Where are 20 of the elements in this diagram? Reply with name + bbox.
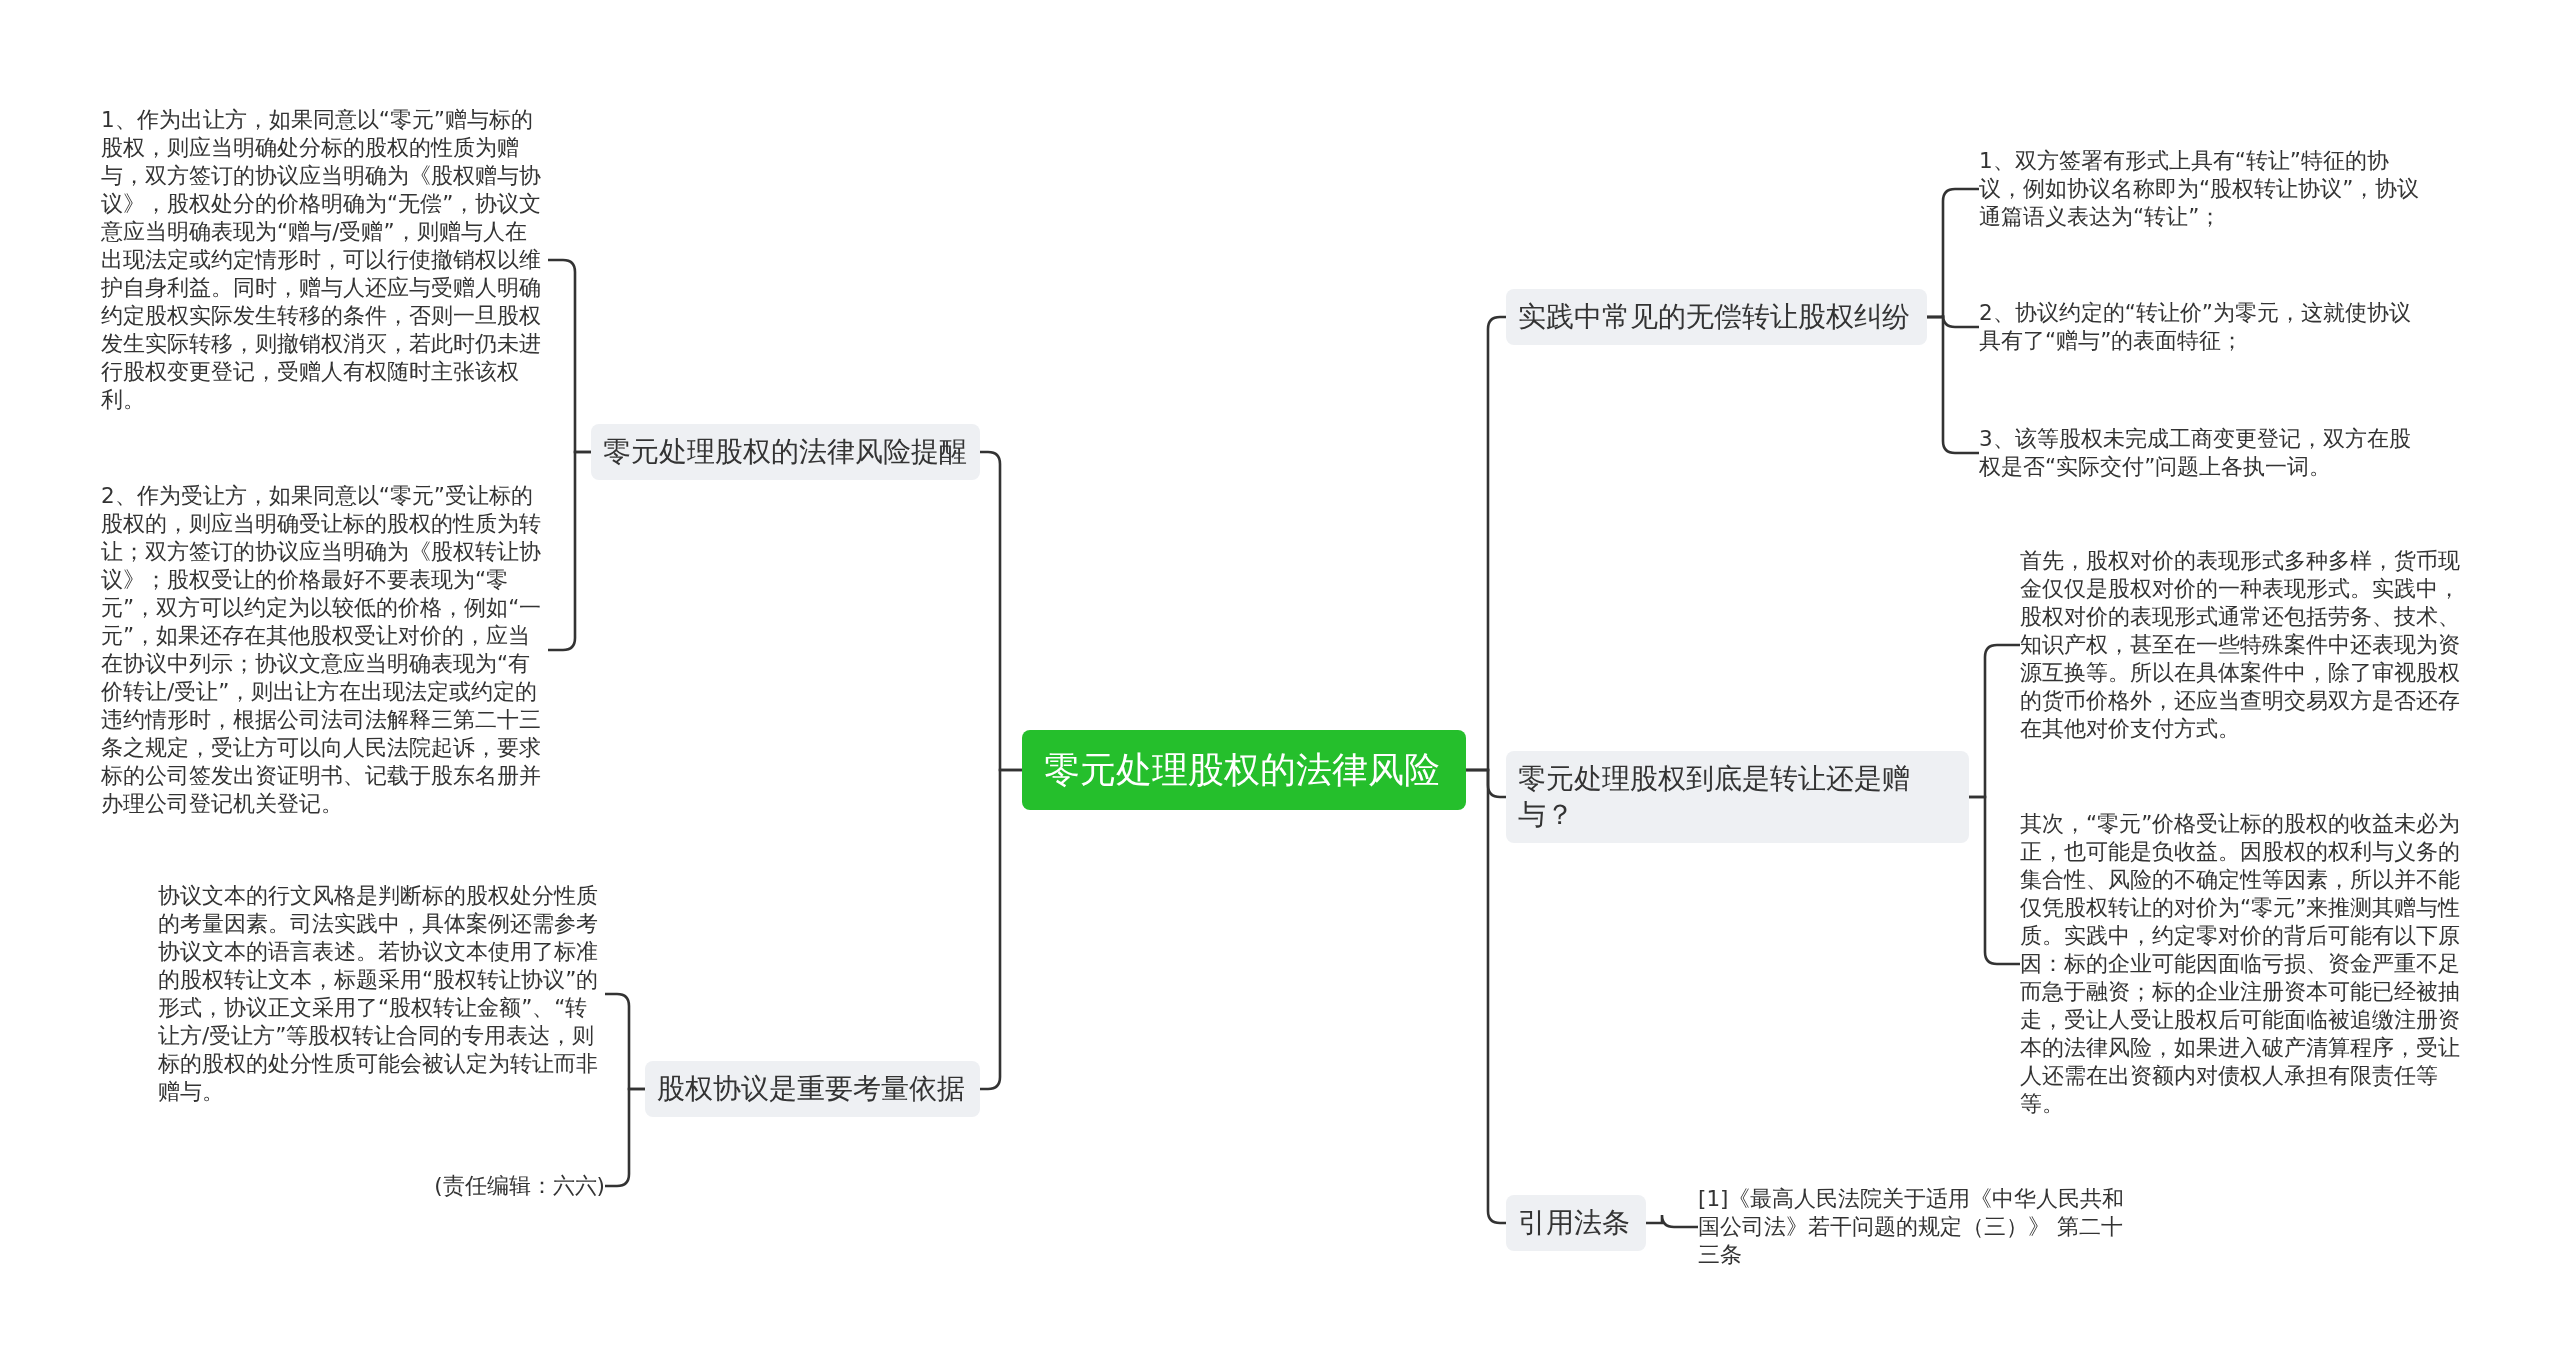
- connector-line: [980, 768, 1022, 1091]
- connector-line: [1969, 795, 2020, 966]
- topic-box: 引用法条: [1506, 1195, 1646, 1251]
- topic-box: 零元处理股权的法律风险提醒: [591, 424, 980, 480]
- connector-line: [1646, 1213, 1698, 1229]
- topic-box: 零元处理股权到底是转让还是赠与？: [1506, 751, 1969, 843]
- note-text: 1、双方签署有形式上具有“转让”特征的协议，例如协议名称即为“股权转让协议”，协议通篇语义表达为“转让”；: [1979, 147, 2426, 231]
- topic-box: 股权协议是重要考量依据: [645, 1061, 980, 1117]
- note-text: 3、该等股权未完成工商变更登记，双方在股权是否“实际交付”问题上各执一词。: [1979, 425, 2426, 481]
- connector-line: [1927, 315, 1979, 455]
- note-text: 2、作为受让方，如果同意以“零元”受让标的股权的，则应当明确受让标的股权的性质为转让；双方签订的协议应当明确为《股权转让协议》；股权受让的价格最好不要表现为“零元”，双方可以约定为以较低的价格，例如“一元”，如果还存在其他股权受让对价的，应当在协议中列示；协议文意应当明确表现为“有价转让/受让”，则出让方在出现法定或约定的违约情形时，根据公司法司法解释三第二十三条之规定，受让方可以向人民法院起诉，要求标的公司签发出资证明书、记载于股东名册并办理公司登记机关登记。: [101, 482, 548, 818]
- topic-box: 实践中常见的无偿转让股权纠纷: [1506, 289, 1927, 345]
- note-text: [1]《最高人民法院关于适用《中华人民共和国公司法》若干问题的规定（三）》 第二十三条: [1698, 1185, 2128, 1269]
- note-text: 其次，“零元”价格受让标的股权的收益未必为正，也可能是负收益。因股权的权利与义务的集合性、风险的不确定性等因素，所以并不能仅凭股权转让的对价为“零元”来推测其赠与性质。实践中，约定零对价的背后可能有以下原因：标的企业可能因面临亏损、资金严重不足而急于融资；标的企业注册资本可能已经被抽走，受让人受让股权后可能面临被追缴注册资本的法律风险，如果进入破产清算程序，受让人还需在出资额内对债权人承担有限责任等等。: [2020, 810, 2467, 1118]
- note-text: (责任编辑：六六): [420, 1172, 605, 1200]
- note-text: 2、协议约定的“转让价”为零元，这就使协议具有了“赠与”的表面特征；: [1979, 299, 2426, 355]
- note-text: 协议文本的行文风格是判断标的股权处分性质的考量因素。司法实践中，具体案例还需参考协议文本的语言表述。若协议文本使用了标准的股权转让文本，标题采用“股权转让协议”的形式，协议正文采用了“股权转让金额”、“转让方/受让方”等股权转让合同的专用表达，则标的股权的处分性质可能会被认定为转让而非赠与。: [158, 882, 605, 1106]
- central-topic-box: 零元处理股权的法律风险: [1022, 730, 1466, 810]
- note-text: 首先，股权对价的表现形式多种多样，货币现金仅仅是股权对价的一种表现形式。实践中，股权对价的表现形式通常还包括劳务、技术、知识产权，甚至在一些特殊案件中还表现为资源互换等。所以在具体案件中，除了审视股权的货币价格外，还应当查明交易双方是否还存在其他对价支付方式。: [2020, 547, 2467, 743]
- note-text: 1、作为出让方，如果同意以“零元”赠与标的股权，则应当明确处分标的股权的性质为赠与，双方签订的协议应当明确为《股权赠与协议》，股权处分的价格明确为“无偿”，协议文意应当明确表现为“赠与/受赠”，则赠与人在出现法定或约定情形时，可以行使撤销权以维护自身利益。同时，赠与人还应与受赠人明确约定股权实际发生转移的条件，否则一旦股权发生实际转移，则撤销权消灭，若此时仍未进行股权变更登记，受赠人有权随时主张该权利。: [101, 106, 548, 414]
